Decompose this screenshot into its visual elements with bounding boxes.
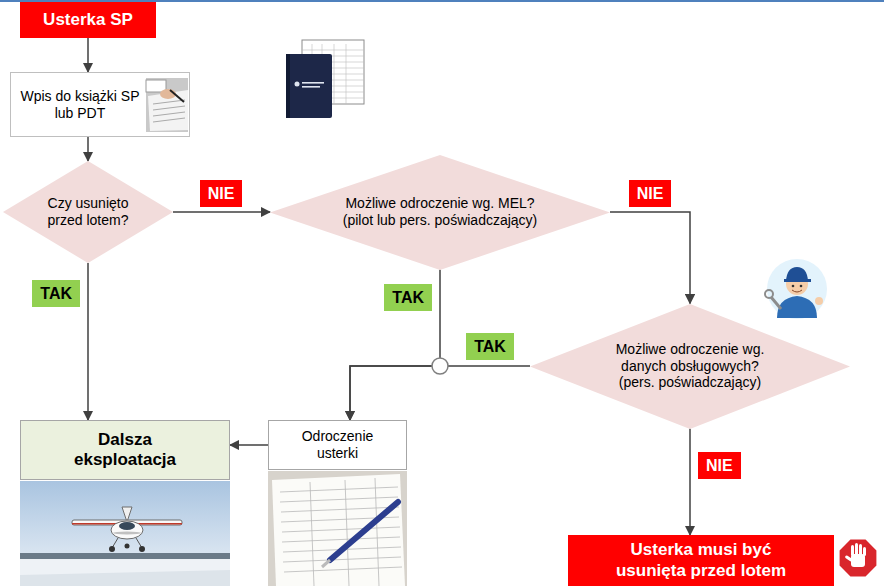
propeller xyxy=(113,532,141,535)
edge-label: NIE xyxy=(629,180,672,207)
stop-hand xyxy=(851,554,865,567)
book-logo xyxy=(302,82,324,84)
fuselage xyxy=(111,521,143,539)
wrench xyxy=(765,290,773,298)
decision-diamond: Możliwe odroczenie wg. MEL? (pilot lub p… xyxy=(270,155,610,270)
icon-ground xyxy=(767,259,827,319)
connector-arrow xyxy=(173,211,270,213)
connector-arrow xyxy=(350,270,440,421)
edge-label: NIE xyxy=(698,452,741,479)
node-text: Możliwe odroczenie wg. danych obsługowyc… xyxy=(610,341,770,391)
node-text: Usterka SP xyxy=(43,10,133,30)
wheel xyxy=(125,544,130,549)
aircraft-photo xyxy=(20,481,230,586)
connector-arrow xyxy=(610,212,690,304)
writing-photo xyxy=(146,78,188,132)
logbook-picture xyxy=(286,40,364,118)
stop-finger xyxy=(859,544,862,555)
process-box: Odroczenie usterki xyxy=(268,420,407,470)
thumb xyxy=(815,297,823,305)
stop-box: Usterka musi być usunięta przed lotem xyxy=(568,535,834,586)
node-text: Odroczenie usterki xyxy=(288,428,388,462)
connector-arrow xyxy=(87,137,89,161)
pen-tip xyxy=(322,560,330,567)
stop-finger xyxy=(855,543,858,555)
stop-thumb xyxy=(845,555,853,562)
node-text: Możliwe odroczenie wg. MEL? (pilot lub p… xyxy=(334,195,546,229)
pen xyxy=(330,502,398,560)
edge-label: TAK xyxy=(32,280,80,307)
logbook-photo xyxy=(268,471,407,586)
photo-paper xyxy=(148,90,188,131)
paper-lines xyxy=(153,100,185,122)
smile xyxy=(792,290,802,292)
edge-label: NIE xyxy=(200,180,243,207)
diamond-outline xyxy=(530,304,850,429)
treeline xyxy=(20,553,230,559)
eye xyxy=(800,285,803,288)
node-text: Dalsza eksploatacja xyxy=(50,430,200,471)
edge-label: TAK xyxy=(384,284,432,311)
book-logo xyxy=(295,82,300,87)
mechanic-icon xyxy=(765,259,827,319)
runway xyxy=(20,559,230,586)
cap-brim xyxy=(784,279,811,282)
edge-label: TAK xyxy=(466,333,514,360)
overalls xyxy=(777,296,817,318)
cap xyxy=(786,267,808,281)
stop-finger xyxy=(851,545,854,556)
book-logo xyxy=(302,86,320,88)
decision-diamond: Możliwe odroczenie wg. danych obsługowyc… xyxy=(530,304,850,429)
wrench xyxy=(771,297,781,309)
junction-dot xyxy=(432,358,448,374)
node-text: Wpis do książki SP lub PDT xyxy=(17,88,143,122)
sky xyxy=(20,481,230,586)
eye xyxy=(792,285,795,288)
wheel xyxy=(139,546,145,552)
connector-arrow xyxy=(87,38,89,72)
connector-arrow xyxy=(87,263,89,420)
cockpit xyxy=(119,522,135,530)
diamond-outline xyxy=(3,161,173,263)
stop-sign xyxy=(839,539,878,578)
stop-finger xyxy=(863,547,866,556)
process-box: Wpis do książki SP lub PDT xyxy=(10,72,190,137)
connector-arrow xyxy=(689,429,691,536)
diamond-outline xyxy=(270,155,610,270)
start-box: Usterka SP xyxy=(20,2,156,38)
form-grid xyxy=(280,478,402,586)
photo-ground xyxy=(268,471,407,586)
result-box: Dalsza eksploatacja xyxy=(20,420,230,480)
wheel xyxy=(109,546,115,552)
book-spine xyxy=(286,54,290,118)
decision-diamond: Czy usunięto przed lotem? xyxy=(3,161,173,263)
runway-edge xyxy=(20,570,230,586)
photo-ground xyxy=(146,78,188,132)
photo-paper xyxy=(272,474,405,586)
log-book xyxy=(286,54,332,118)
node-text: Usterka musi być usunięta przed lotem xyxy=(601,540,801,581)
connector-arrow xyxy=(230,444,268,446)
stop-octagon xyxy=(839,539,878,578)
pen xyxy=(170,90,184,102)
node-text: Czy usunięto przed lotem? xyxy=(38,195,138,229)
